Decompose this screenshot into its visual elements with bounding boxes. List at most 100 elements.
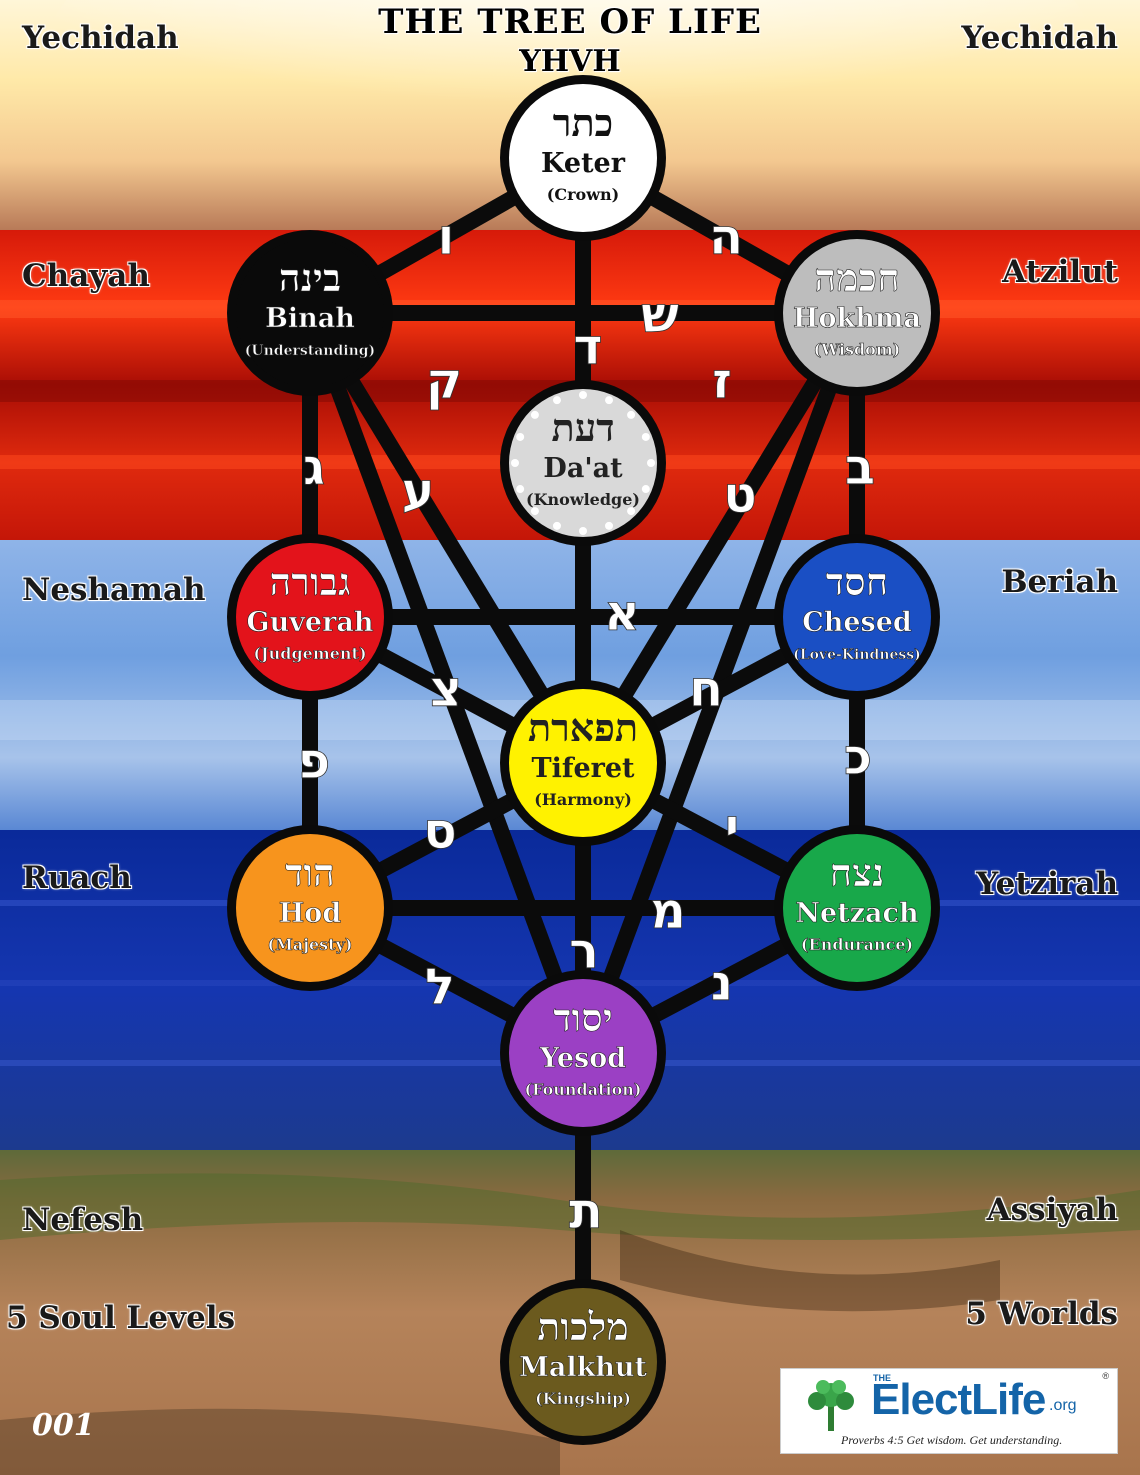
left-label-yechidah: Yechidah <box>22 20 179 56</box>
daat-dot <box>552 521 561 530</box>
path-letter-binah-tiferet: ק <box>426 352 463 410</box>
path-binah-tiferet <box>303 308 590 768</box>
right-label-worlds: 5 Worlds <box>965 1296 1118 1332</box>
left-label-ruach: Ruach <box>22 860 132 896</box>
right-label-yetzirah: Yetzirah <box>976 866 1118 902</box>
path-letter-hokhma-yesod: ט <box>723 466 757 524</box>
sefirah-name-hokhma: Hokhma <box>793 303 921 334</box>
left-label-chayah: Chayah <box>22 258 150 294</box>
logo-the: THE <box>873 1373 891 1383</box>
path-letter-yesod-malkhut: ת <box>569 1182 603 1240</box>
sefirah-meaning-keter: (Crown) <box>547 185 619 204</box>
daat-dot <box>530 410 539 419</box>
sefirah-name-binah: Binah <box>265 303 355 334</box>
sefirah-meaning-hod: (Majesty) <box>268 935 353 954</box>
logo-org: .org <box>1049 1397 1077 1414</box>
sefirah-name-keter: Keter <box>541 148 626 179</box>
path-letter-tiferet-hod: ס <box>423 802 457 860</box>
daat-dot <box>627 410 636 419</box>
sefirah-fill-netzach <box>783 834 931 982</box>
sefirah-meaning-binah: (Understanding) <box>245 343 375 359</box>
sefirah-fill-malkhut <box>509 1288 657 1436</box>
path-letter-keter-binah: ו <box>437 208 454 266</box>
sefirah-fill-binah <box>236 239 384 387</box>
page-number: 001 <box>32 1408 95 1443</box>
sefirah-name-tiferet: Tiferet <box>531 753 635 784</box>
path-letter-binah-guverah: ג <box>303 438 325 496</box>
sefirah-meaning-netzach: (Endurance) <box>801 935 913 954</box>
daat-dot <box>605 521 614 530</box>
sefirah-meaning-yesod: (Foundation) <box>525 1080 642 1099</box>
sefirah-fill-daat <box>509 389 657 537</box>
daat-dot <box>516 485 525 494</box>
right-label-assiyah: Assiyah <box>986 1192 1118 1228</box>
sefirah-fill-keter <box>509 84 657 232</box>
right-label-beriah: Beriah <box>1001 564 1118 600</box>
diagram-subtitle: YHVH <box>519 44 621 79</box>
sefirah-hebrew-tiferet: תפארת <box>528 705 638 750</box>
sefirah-hebrew-binah: בינה <box>279 255 342 300</box>
path-letter-hokhma-tiferet: ז <box>712 352 732 410</box>
left-label-nefesh: Nefesh <box>22 1202 144 1238</box>
sefirah-name-hod: Hod <box>279 898 342 929</box>
sefirah-meaning-tiferet: (Harmony) <box>534 790 632 809</box>
sefirah-hebrew-hod: הוד <box>285 850 335 895</box>
left-label-neshamah: Neshamah <box>22 572 206 608</box>
path-letter-guverah-tiferet: צ <box>430 660 463 718</box>
sefirah-fill-hokhma <box>783 239 931 387</box>
daat-dot <box>641 432 650 441</box>
sefirah-fill-hod <box>236 834 384 982</box>
diagram-title: THE TREE OF LIFE <box>378 2 762 42</box>
sefirah-hebrew-hokhma: חכמה <box>814 255 899 300</box>
daat-dot <box>579 527 587 535</box>
sefirah-name-guverah: Guverah <box>247 607 374 638</box>
elect-life-logo[interactable]: THE ElectLife .org ® Proverbs 4:5 Get wi… <box>780 1368 1118 1454</box>
sefirah-fill-guverah <box>236 543 384 691</box>
sefirah-fill-yesod <box>509 979 657 1127</box>
sefirah-name-daat: Da'at <box>543 453 623 484</box>
left-label-soul-levels: 5 Soul Levels <box>6 1300 236 1336</box>
path-letter-hod-yesod: ל <box>425 958 455 1016</box>
sefirah-meaning-guverah: (Judgement) <box>253 644 366 663</box>
logo-tagline: Proverbs 4:5 Get wisdom. Get understandi… <box>841 1433 1063 1447</box>
sefirah-hebrew-netzach: נצח <box>830 850 885 895</box>
sefirah-hebrew-chesed: חסד <box>826 559 888 604</box>
daat-dot <box>511 459 519 467</box>
daat-dot <box>647 459 655 467</box>
path-letter-binah-yesod: ע <box>401 462 434 520</box>
daat-dot <box>605 396 614 405</box>
path-letter-chesed-tiferet: ח <box>689 660 723 718</box>
sefirah-meaning-hokhma: (Wisdom) <box>814 340 901 359</box>
sefirah-meaning-daat: (Knowledge) <box>526 490 640 509</box>
daat-dot <box>530 507 539 516</box>
sefirah-hebrew-keter: כתר <box>553 100 613 145</box>
sefirah-name-malkhut: Malkhut <box>519 1352 648 1383</box>
tree-icon <box>808 1380 854 1431</box>
sefirah-hebrew-guverah: גבורה <box>269 559 350 604</box>
sefirah-name-yesod: Yesod <box>539 1043 626 1074</box>
daat-dot <box>627 507 636 516</box>
path-letter-chesed-netzach: כ <box>844 728 872 786</box>
right-label-yechidah: Yechidah <box>961 20 1118 56</box>
sefirah-fill-chesed <box>783 543 931 691</box>
path-letter-guverah-hod: פ <box>298 732 331 790</box>
path-hokhma-tiferet <box>576 308 864 768</box>
logo-name: ElectLife <box>871 1375 1046 1424</box>
daat-dot <box>516 432 525 441</box>
path-letter-tiferet-netzach: י <box>725 798 740 856</box>
sefirah-hebrew-malkhut: מלכות <box>537 1304 629 1349</box>
registered-mark: ® <box>1102 1371 1109 1381</box>
daat-dot <box>579 391 587 399</box>
